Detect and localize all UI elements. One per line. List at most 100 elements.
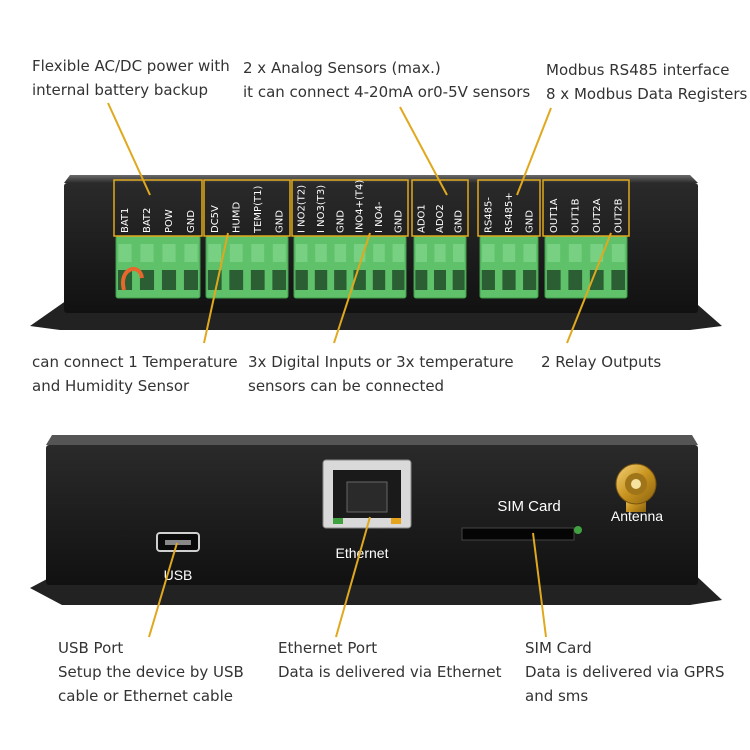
sim-status-led <box>574 526 582 534</box>
port-label: DC5V <box>210 205 221 233</box>
terminal-block-3 <box>293 235 407 299</box>
callout-sim-line3: and sms <box>525 687 589 705</box>
port-label: OUT1B <box>570 198 581 233</box>
terminal-screw <box>229 244 243 262</box>
port-group-box-1 <box>113 179 203 237</box>
terminal-screw <box>184 244 198 262</box>
port-label: GND <box>525 210 536 233</box>
callout-line-ethernet <box>335 516 371 638</box>
sim-card-label: SIM Card <box>497 498 560 515</box>
callout-usb: USB Port Setup the device by USB cable o… <box>58 636 244 708</box>
callout-line-power <box>107 102 151 196</box>
terminal-slot <box>481 270 495 290</box>
terminal-slot <box>250 270 265 290</box>
port-group-box-6 <box>542 179 630 237</box>
terminal-screw <box>353 244 366 262</box>
terminal-screw <box>590 244 604 262</box>
terminal-screw <box>482 244 495 262</box>
port-group-box-3 <box>291 179 409 237</box>
port-label: I NO3(T3) <box>316 185 327 233</box>
antenna-connector <box>615 463 657 512</box>
callout-digital-line2: sensors can be connected <box>248 377 445 395</box>
terminal-screw <box>453 244 465 262</box>
terminal-screw <box>392 244 405 262</box>
ethernet-link-led <box>333 518 343 524</box>
sim-card-slot <box>461 527 575 541</box>
port-label: GND <box>186 210 197 233</box>
antenna-label: Antenna <box>611 508 663 524</box>
callout-temp-humidity: can connect 1 Temperature and Humidity S… <box>32 350 238 398</box>
terminal-slot <box>334 270 347 290</box>
terminal-slot <box>183 270 199 290</box>
callout-usb-line1: USB Port <box>58 639 124 657</box>
port-label: POW <box>164 209 175 233</box>
terminal-screw <box>315 244 327 262</box>
port-label: ADO1 <box>416 204 427 233</box>
terminal-screw <box>547 244 561 262</box>
callout-power-line1: Flexible AC/DC power with <box>32 57 230 75</box>
ethernet-activity-led <box>391 518 401 524</box>
callout-line-digital <box>333 232 371 344</box>
terminal-screw <box>140 244 154 262</box>
terminal-slot <box>392 270 405 290</box>
port-label: ADO2 <box>435 204 446 233</box>
port-label: OUT2B <box>613 198 624 233</box>
terminal-slot <box>611 270 626 290</box>
callout-temp-humidity-line1: can connect 1 Temperature <box>32 353 238 371</box>
callout-analog-line2: it can connect 4-20mA or0-5V sensors <box>243 83 531 101</box>
terminal-screw <box>415 244 427 262</box>
port-label: GND <box>335 210 346 233</box>
callout-relay-line1: 2 Relay Outputs <box>541 353 662 371</box>
bottom-device-lid <box>46 435 698 445</box>
terminal-screw <box>434 244 446 262</box>
port-label: GND <box>274 210 285 233</box>
terminal-screw <box>334 244 347 262</box>
port-group-box-5 <box>477 179 541 237</box>
callout-power-line2: internal battery backup <box>32 81 209 99</box>
callout-digital: 3x Digital Inputs or 3x temperature sens… <box>248 350 514 398</box>
callout-ethernet-line2: Data is delivered via Ethernet <box>278 663 502 681</box>
terminal-slot <box>372 270 386 290</box>
callout-line-usb <box>148 542 178 638</box>
terminal-slot <box>415 270 428 290</box>
port-label: GND <box>393 210 404 233</box>
callout-lines <box>107 102 612 638</box>
terminal-slot <box>568 270 583 290</box>
terminal-screw <box>208 244 222 262</box>
terminal-slot <box>314 270 328 290</box>
callout-modbus-line2: 8 x Modbus Data Registers <box>546 85 748 103</box>
terminal-screw <box>162 244 176 262</box>
callout-analog-line1: 2 x Analog Sensors (max.) <box>243 59 441 77</box>
port-label: OUT1A <box>549 198 560 233</box>
terminal-blocks <box>115 235 628 299</box>
callout-sim-line1: SIM Card <box>525 639 592 657</box>
terminal-slot <box>434 270 446 290</box>
terminal-slot <box>229 270 244 290</box>
port-label: BAT1 <box>120 208 131 233</box>
callout-ethernet-line1: Ethernet Port <box>278 639 378 657</box>
usb-label: USB <box>164 567 193 583</box>
callout-line-modbus <box>516 107 552 196</box>
terminal-screw <box>568 244 582 262</box>
terminal-screw <box>611 244 625 262</box>
port-label: RS485- <box>483 197 494 233</box>
port-label: I NO2(T2) <box>297 185 308 233</box>
terminal-slot <box>502 270 516 290</box>
callout-power: Flexible AC/DC power with internal batte… <box>32 54 230 102</box>
callout-relay: 2 Relay Outputs <box>541 350 661 374</box>
ethernet-label: Ethernet <box>336 545 389 561</box>
callout-ethernet: Ethernet Port Data is delivered via Ethe… <box>278 636 502 684</box>
callout-usb-line2: Setup the device by USB <box>58 663 244 681</box>
callout-modbus-line1: Modbus RS485 interface <box>546 61 730 79</box>
port-label: GND <box>454 210 465 233</box>
terminal-screw <box>251 244 265 262</box>
terminal-screw <box>373 244 385 262</box>
battery-jumper-wire <box>120 267 144 291</box>
port-label: INO4+(T4) <box>355 180 366 233</box>
callout-line-relay <box>566 232 612 344</box>
callout-temp-humidity-line2: and Humidity Sensor <box>32 377 190 395</box>
terminal-slot <box>523 270 537 290</box>
